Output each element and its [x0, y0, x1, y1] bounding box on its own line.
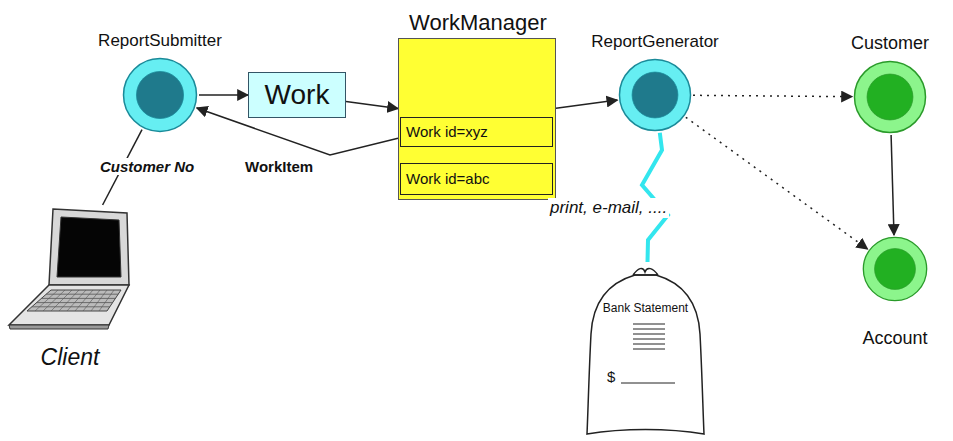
edge-label: Customer No — [98, 158, 196, 175]
queue-item: Work id=xyz — [400, 117, 553, 147]
entity-circle: Customer — [853, 60, 927, 134]
node-label: Client — [41, 344, 100, 370]
work-box: Work — [248, 72, 346, 118]
laptop-illustration — [5, 205, 135, 330]
node-label: Customer — [851, 33, 929, 54]
node-label: WorkManager — [409, 10, 547, 35]
dotted-arrow — [686, 117, 868, 249]
node-label: Work — [265, 79, 330, 111]
node-label: Work id=abc — [406, 170, 490, 187]
actor-circle: ReportSubmitter — [122, 57, 198, 133]
circle-outline — [862, 236, 928, 302]
dotted-arrow — [693, 95, 852, 96]
flow-arrow — [556, 100, 617, 108]
edge-label: print, e-mail, .... — [548, 198, 669, 218]
flow-arrow — [199, 94, 248, 96]
edge-label: WorkItem — [243, 158, 315, 175]
queue-item: Work id=abc — [400, 163, 553, 195]
client-laptop: Client — [5, 205, 135, 330]
statement-bag-outline — [583, 262, 708, 437]
entity-circle: Account — [862, 236, 928, 302]
node-label: ReportSubmitter — [98, 31, 222, 51]
node-label: Account — [862, 328, 927, 349]
circle-outline — [853, 60, 927, 134]
circle-outline — [122, 57, 198, 133]
queue-box: WorkManagerWork id=xyzWork id=abc — [398, 38, 556, 200]
flow-arrow — [891, 135, 894, 235]
node-label: ReportGenerator — [591, 32, 719, 52]
actor-circle: ReportGenerator — [618, 58, 692, 132]
amount-label: $ — [607, 368, 615, 385]
circle-outline — [618, 58, 692, 132]
statement-bag: Bank Statement $ — [583, 262, 708, 437]
node-label: Bank Statement — [603, 302, 688, 316]
node-label: Work id=xyz — [406, 123, 488, 140]
flow-arrow — [346, 102, 398, 109]
